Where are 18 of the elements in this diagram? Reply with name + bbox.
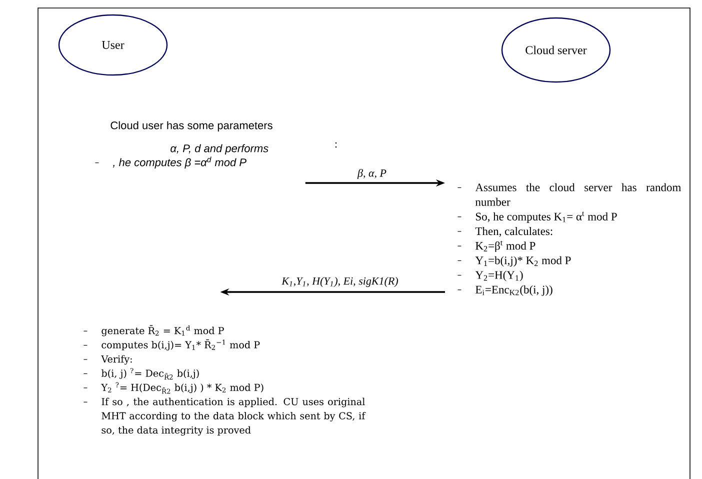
step-text: α, P, d and performs bbox=[170, 144, 268, 154]
step-text: generate R̄$_{2}$ = K$_{1}$$^{d}$ mod P bbox=[83, 325, 224, 336]
step-text: So, he computes K$_{1}$= α$^{t}$ mod P bbox=[457, 212, 617, 223]
edge-label: K$_{1}$,Y$_{1}$, H(Y$_{1}$), Ei, sigK1(R) bbox=[280, 276, 400, 288]
colon-text: : bbox=[335, 142, 337, 148]
step-text: K$_{2}$=β$^{t}$ mod P bbox=[457, 240, 536, 252]
step-text: E$_{i}$=Enc$_{K2}$(b(i, j)) bbox=[457, 285, 552, 296]
step-text: b(i, j) $^{?}$= Dec$_{R̄2}$ b(i,j) bbox=[83, 368, 199, 380]
step-text: Y$_{1}$=b(i,j)* K$_{2}$ mod P bbox=[457, 256, 571, 267]
step-text: If so , the authentication is applied. CU uses original MHT according to the data block which sent by CS, if so, the data integrity is proved bbox=[83, 398, 366, 436]
step-text: Then, calculates: bbox=[457, 227, 552, 237]
intro-text: Cloud user has some parameters bbox=[110, 121, 272, 132]
edge-label: β, α, P bbox=[356, 168, 388, 180]
step-text: computes b(i,j)= Y$_{1}$* R̄$_{2}$$^{−1}$ mod P bbox=[83, 339, 260, 350]
step-text: Verify: bbox=[83, 355, 132, 365]
step-text: , he computes β =α$^{d}$ mod P bbox=[112, 156, 246, 168]
step-text: Y$_{2}$=H(Y$_{1}$) bbox=[457, 270, 523, 282]
step-text: Y$_{2}$ $^{?}$= H(Dec$_{R̄2}$ b(i,j) ) * K$_{2}$ mod P) bbox=[83, 382, 264, 394]
